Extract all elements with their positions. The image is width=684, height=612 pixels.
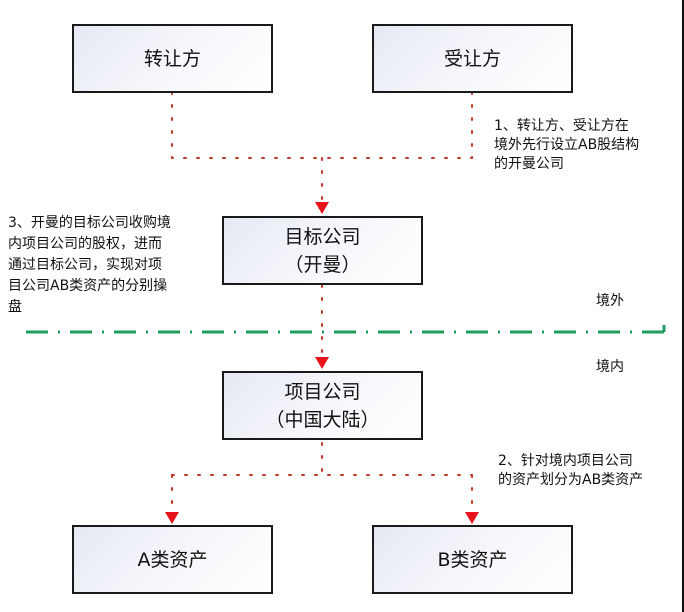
image-edge-strip xyxy=(682,0,684,612)
arrow-to-target xyxy=(315,202,329,214)
note-step2-line: 2、针对境内项目公司 xyxy=(498,453,633,469)
note-step3-line: 通过目标公司，实现对项 xyxy=(8,257,162,273)
note-step3: 3、开曼的目标公司收购境 内项目公司的股权，进而 通过目标公司，实现对项 目公司… xyxy=(8,213,171,318)
node-target-line2: （开曼） xyxy=(284,253,361,276)
note-step1-line: 1、转让方、受让方在 xyxy=(494,118,629,134)
connector-transferor xyxy=(171,91,323,159)
node-transferee-label: 受让方 xyxy=(443,47,501,70)
node-target-line1: 目标公司 xyxy=(284,225,361,248)
node-transferee[interactable]: 受让方 xyxy=(372,24,573,93)
note-step3-line: 目公司AB类资产的分别操 xyxy=(8,278,168,294)
note-step3-line: 内项目公司的股权，进而 xyxy=(8,236,162,252)
note-step3-line: 盘 xyxy=(8,299,22,315)
arrow-to-project xyxy=(315,357,329,369)
node-target-company[interactable]: 目标公司 （开曼） xyxy=(222,216,423,285)
connector-transferee xyxy=(321,91,473,159)
node-project-line2: （中国大陆） xyxy=(265,408,380,431)
note-step2-line: 的资产划分为AB类资产 xyxy=(498,472,644,488)
note-step1-line: 境外先行设立AB股结构 xyxy=(494,137,640,153)
zone-label-onshore: 境内 xyxy=(596,359,624,375)
node-transferor[interactable]: 转让方 xyxy=(72,24,273,93)
zone-label-offshore: 境外 xyxy=(596,293,624,309)
node-project-line1: 项目公司 xyxy=(284,380,361,403)
node-asset-a-label: A类资产 xyxy=(137,548,208,571)
note-step3-line: 3、开曼的目标公司收购境 xyxy=(8,215,171,231)
node-asset-a[interactable]: A类资产 xyxy=(72,525,273,594)
note-step1: 1、转让方、受让方在 境外先行设立AB股结构 的开曼公司 xyxy=(494,117,639,174)
node-project-company[interactable]: 项目公司 （中国大陆） xyxy=(222,371,423,440)
note-step2: 2、针对境内项目公司 的资产划分为AB类资产 xyxy=(498,452,643,490)
node-transferor-label: 转让方 xyxy=(143,47,201,70)
note-step1-line: 的开曼公司 xyxy=(494,156,564,172)
node-asset-b-label: B类资产 xyxy=(437,548,508,571)
arrow-to-asset-b xyxy=(465,512,479,524)
node-asset-b[interactable]: B类资产 xyxy=(372,525,573,594)
arrow-to-asset-a xyxy=(165,512,179,524)
